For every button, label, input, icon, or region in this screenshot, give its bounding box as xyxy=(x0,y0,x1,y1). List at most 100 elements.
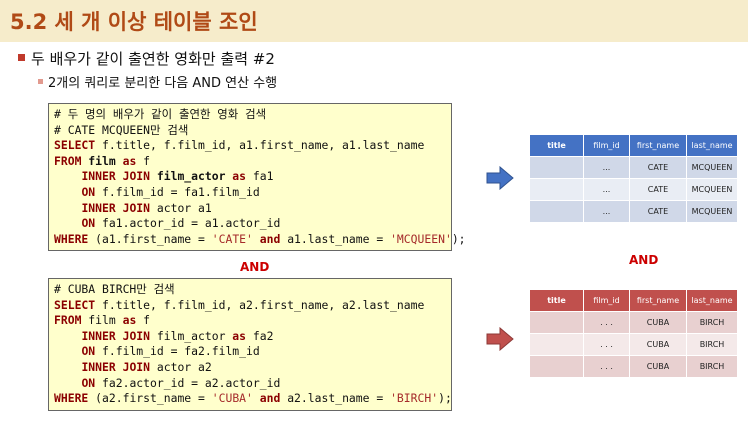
query1-comment1: # 두 명의 배우가 같이 출연한 영화 검색 xyxy=(54,107,267,121)
query2-from-line: FROM film as f xyxy=(54,313,451,329)
as-keyword: as xyxy=(115,153,137,168)
table-cell: CUBA xyxy=(629,355,687,378)
column-header: last_name xyxy=(686,134,738,157)
query1-on2-line: ON fa1.actor_id = a1.actor_id xyxy=(54,216,451,232)
where-end: ); xyxy=(438,391,452,406)
from-table: film xyxy=(81,313,116,328)
as-keyword: as xyxy=(225,169,247,184)
table-row: . . . CUBA BIRCH xyxy=(529,311,738,334)
where-value1: 'CATE' xyxy=(211,231,253,246)
query1-join1-line: INNER JOIN film_actor as fa1 xyxy=(54,169,451,185)
join2-table: actor a2 xyxy=(150,359,212,374)
where-value1: 'CUBA' xyxy=(211,391,253,406)
table-cell: ... xyxy=(583,178,630,201)
as-keyword: as xyxy=(115,313,137,328)
bullet-level1: 두 배우가 같이 출연한 영화만 출력 #2 xyxy=(18,48,275,69)
column-header: film_id xyxy=(583,134,630,157)
table-cell xyxy=(529,333,584,356)
query1-from-line: FROM film as f xyxy=(54,154,451,170)
title-bar: 5.2 세 개 이상 테이블 조인 xyxy=(0,0,748,42)
page-title: 5.2 세 개 이상 테이블 조인 xyxy=(10,10,258,34)
on-keyword: ON xyxy=(81,184,96,199)
where-value2: 'BIRCH' xyxy=(390,391,439,406)
on-keyword: ON xyxy=(81,375,96,390)
where-part-a: (a2.first_name = xyxy=(88,391,212,406)
table-row: . . . CUBA BIRCH xyxy=(529,355,738,378)
table-header-row: title film_id first_name last_name xyxy=(529,289,738,312)
table-cell: BIRCH xyxy=(686,311,738,334)
on-keyword: ON xyxy=(81,344,96,359)
result-table-cate-mcqueen: title film_id first_name last_name ... C… xyxy=(529,134,738,223)
right-arrow-icon xyxy=(486,166,514,190)
table-cell: . . . xyxy=(583,333,630,356)
query2-on2-line: ON fa2.actor_id = a2.actor_id xyxy=(54,376,451,392)
column-header: first_name xyxy=(629,134,687,157)
table-cell: MCQUEEN xyxy=(686,200,738,223)
table-cell xyxy=(529,311,584,334)
table-cell: CUBA xyxy=(629,333,687,356)
as-keyword: as xyxy=(225,328,247,343)
bullet-small-square-icon xyxy=(38,79,43,84)
where-keyword: WHERE xyxy=(54,231,89,246)
right-arrow-icon xyxy=(486,327,514,351)
query1-code-box: # 두 명의 배우가 같이 출연한 영화 검색 # CATE MCQUEEN만 … xyxy=(48,103,466,252)
table-cell: MCQUEEN xyxy=(686,156,738,179)
column-header: first_name xyxy=(629,289,687,312)
on1-condition: f.film_id = fa1.film_id xyxy=(95,184,260,199)
bullet-square-icon xyxy=(18,54,25,61)
select-columns: f.title, f.film_id, a1.first_name, a1.la… xyxy=(95,138,425,153)
table-cell: . . . xyxy=(583,311,630,334)
on2-condition: fa1.actor_id = a1.actor_id xyxy=(95,216,281,231)
query2-code-box: # CUBA BIRCH만 검색 SELECT f.title, f.film_… xyxy=(48,278,452,411)
from-keyword: FROM xyxy=(54,313,82,328)
bullet2-text: 2개의 쿼리로 분리한 다음 AND 연산 수행 xyxy=(48,76,278,91)
table-row: ... CATE MCQUEEN xyxy=(529,178,738,201)
result-table-cuba-birch: title film_id first_name last_name . . .… xyxy=(529,289,738,378)
bullet-level2: 2개의 쿼리로 분리한 다음 AND 연산 수행 xyxy=(38,72,277,91)
query2-comment1: # CUBA BIRCH만 검색 xyxy=(54,282,175,296)
where-part-b: a1.last_name = xyxy=(280,231,391,246)
on-keyword: ON xyxy=(81,216,96,231)
table-row: . . . CUBA BIRCH xyxy=(529,333,738,356)
bullet1-text: 두 배우가 같이 출연한 영화만 출력 #2 xyxy=(31,50,275,68)
where-part-b: a2.last_name = xyxy=(280,391,391,406)
join1-table: film_actor xyxy=(150,328,226,343)
query1-on1-line: ON f.film_id = fa1.film_id xyxy=(54,185,451,201)
column-header: title xyxy=(529,134,584,157)
inner-join-keyword: INNER JOIN xyxy=(81,359,151,374)
where-value2: 'MCQUEEN' xyxy=(390,231,452,246)
where-end: ); xyxy=(451,231,466,246)
table-cell: BIRCH xyxy=(686,355,738,378)
on2-condition: fa2.actor_id = a2.actor_id xyxy=(95,375,281,390)
from-table: film xyxy=(81,153,116,168)
table-cell: ... xyxy=(583,200,630,223)
and-label-right: AND xyxy=(629,253,659,267)
query2-select-line: SELECT f.title, f.film_id, a2.first_name… xyxy=(54,298,451,314)
and-label-middle: AND xyxy=(240,260,270,274)
from-keyword: FROM xyxy=(54,153,82,168)
table-cell: CATE xyxy=(629,200,687,223)
where-part-a: (a1.first_name = xyxy=(88,231,212,246)
join1-alias: fa1 xyxy=(246,169,274,184)
join1-table: film_actor xyxy=(150,169,226,184)
query1-join2-line: INNER JOIN actor a1 xyxy=(54,201,451,217)
table-cell: ... xyxy=(583,156,630,179)
query2-on1-line: ON f.film_id = fa2.film_id xyxy=(54,344,451,360)
select-columns: f.title, f.film_id, a2.first_name, a2.la… xyxy=(95,297,425,312)
column-header: last_name xyxy=(686,289,738,312)
join1-alias: fa2 xyxy=(246,328,274,343)
table-cell: MCQUEEN xyxy=(686,178,738,201)
and-keyword: and xyxy=(252,231,281,246)
from-alias: f xyxy=(136,313,151,328)
table-cell: CATE xyxy=(629,156,687,179)
query1-comment2: # CATE MCQUEEN만 검색 xyxy=(54,122,189,137)
table-row: ... CATE MCQUEEN xyxy=(529,156,738,179)
query2-where-line: WHERE (a2.first_name = 'CUBA' and a2.las… xyxy=(54,391,452,407)
query2-join2-line: INNER JOIN actor a2 xyxy=(54,360,451,376)
table-cell xyxy=(529,355,584,378)
table-cell xyxy=(529,178,584,201)
column-header: title xyxy=(529,289,584,312)
inner-join-keyword: INNER JOIN xyxy=(81,328,151,343)
table-header-row: title film_id first_name last_name xyxy=(529,134,738,157)
column-header: film_id xyxy=(583,289,630,312)
